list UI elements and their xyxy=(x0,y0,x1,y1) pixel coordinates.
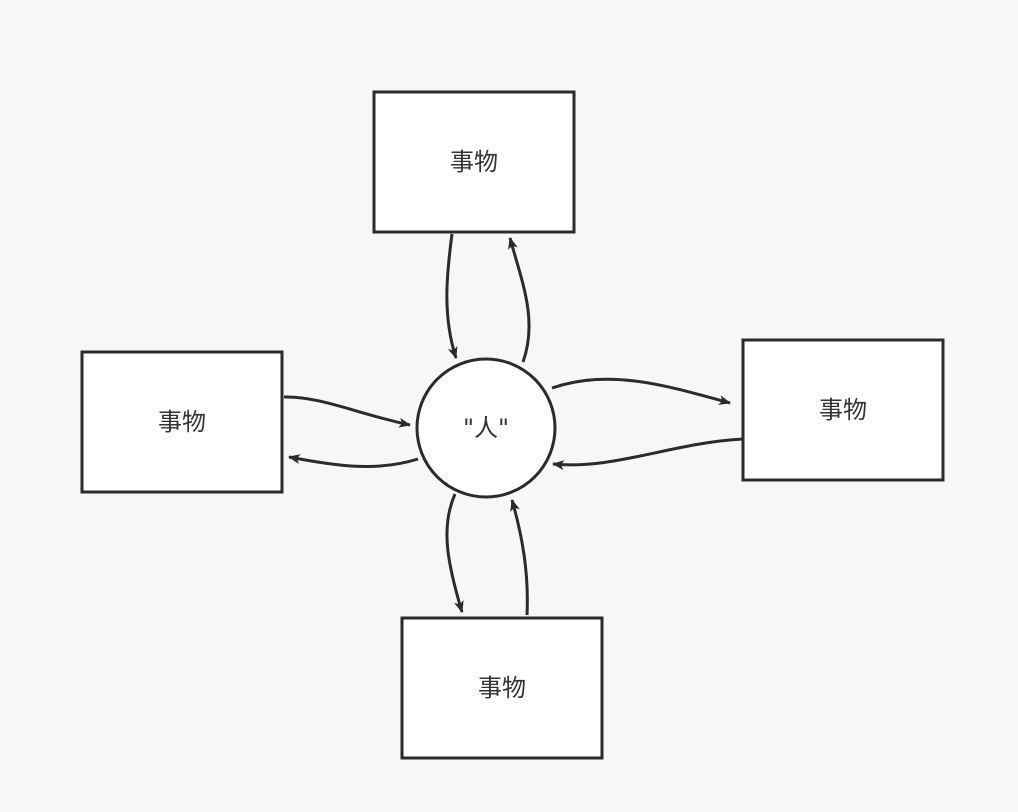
node-left: 事物 xyxy=(80,350,284,494)
edge-left-to-center xyxy=(283,395,411,428)
edge-center-to-top xyxy=(508,237,531,363)
node-top: 事物 xyxy=(372,90,576,234)
node-center-circle xyxy=(415,357,557,499)
edges xyxy=(283,233,744,616)
node-center: "人" xyxy=(415,357,557,499)
edge-top-to-center xyxy=(445,233,458,359)
node-right-box xyxy=(741,338,945,482)
node-top-label: 事物 xyxy=(450,148,498,176)
node-right: 事物 xyxy=(741,338,945,482)
node-bottom-box xyxy=(400,616,604,760)
edge-center-to-right xyxy=(551,377,731,405)
node-bottom-label: 事物 xyxy=(478,674,526,702)
edge-center-to-left xyxy=(288,454,419,469)
node-bottom: 事物 xyxy=(400,616,604,760)
node-top-box xyxy=(372,90,576,234)
node-left-label: 事物 xyxy=(158,408,206,436)
node-right-label: 事物 xyxy=(819,396,867,424)
node-left-box xyxy=(80,350,284,494)
edge-bottom-to-center xyxy=(510,499,529,616)
edge-center-to-bottom xyxy=(445,493,464,613)
edge-right-to-center xyxy=(552,437,744,471)
node-center-label: "人" xyxy=(463,414,509,442)
